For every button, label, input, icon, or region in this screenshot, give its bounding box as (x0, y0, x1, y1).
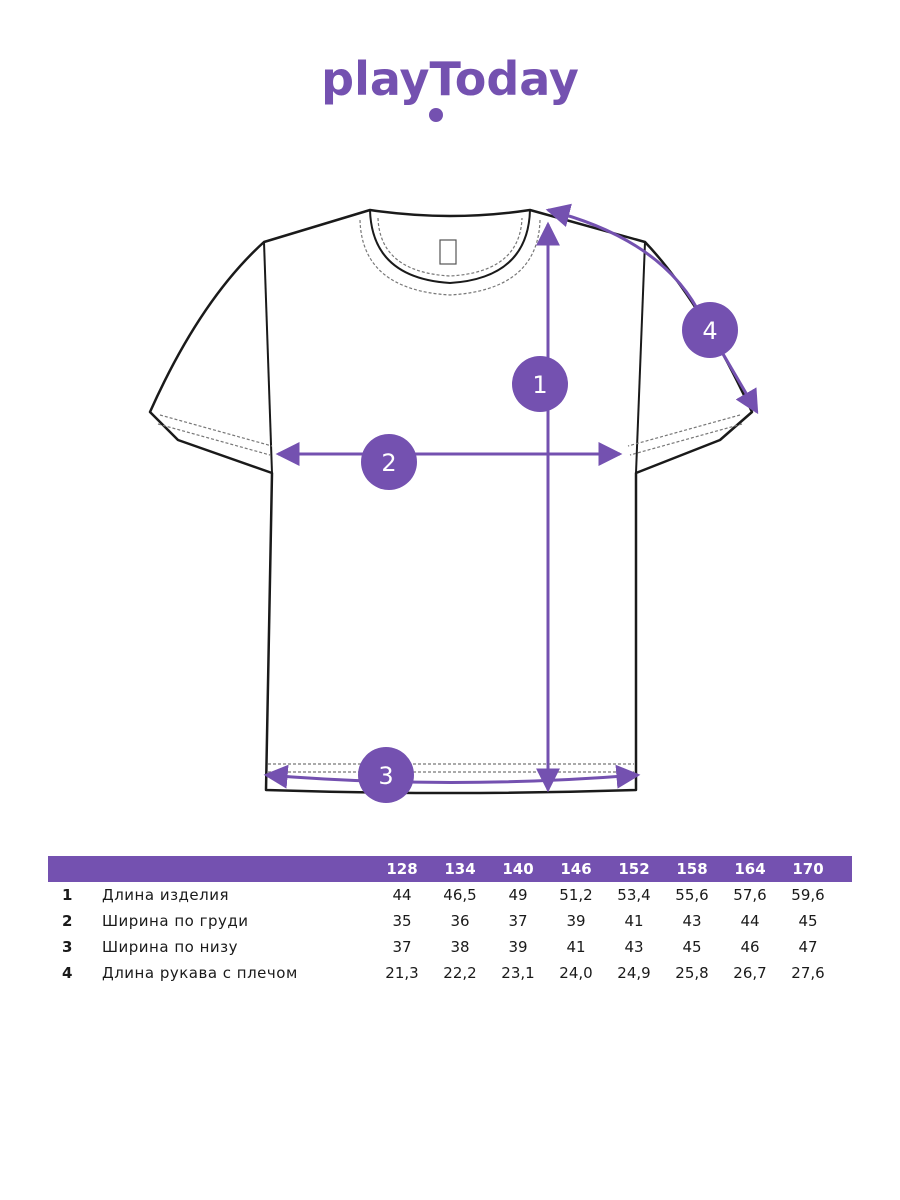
size-table: 128 134 140 146 152 158 164 170 1 Длина … (48, 856, 852, 986)
marker-1-label: 1 (532, 371, 547, 399)
brand-logo-dot (429, 108, 443, 122)
row-label: Длина изделия (102, 886, 230, 904)
brand-logo-text: playToday (321, 52, 579, 106)
table-cell: 46,5 (443, 886, 477, 904)
right-sleeve-hem-2 (629, 423, 743, 456)
table-cell: 23,1 (501, 964, 535, 982)
table-cell: 44 (740, 912, 760, 930)
table-cell: 22,2 (443, 964, 477, 982)
brand-logo: playToday (321, 52, 579, 122)
table-cell: 45 (682, 938, 702, 956)
table-cell: 38 (450, 938, 470, 956)
table-cell: 43 (624, 938, 644, 956)
size-header-128: 128 (386, 860, 418, 878)
size-header-170: 170 (792, 860, 824, 878)
size-header-164: 164 (734, 860, 766, 878)
marker-4: 4 (682, 302, 738, 358)
table-cell: 57,6 (733, 886, 767, 904)
size-header-146: 146 (560, 860, 592, 878)
marker-1: 1 (512, 356, 568, 412)
size-header-152: 152 (618, 860, 650, 878)
size-header-134: 134 (444, 860, 476, 878)
table-cell: 39 (566, 912, 586, 930)
table-cell: 26,7 (733, 964, 767, 982)
table-cell: 36 (450, 912, 470, 930)
marker-2: 2 (361, 434, 417, 490)
row-label: Длина рукава с плечом (102, 964, 298, 982)
row-label: Ширина по низу (102, 938, 238, 956)
marker-3: 3 (358, 747, 414, 803)
table-cell: 44 (392, 886, 412, 904)
table-cell: 55,6 (675, 886, 709, 904)
table-cell: 35 (392, 912, 412, 930)
row-number: 2 (62, 912, 73, 930)
marker-4-label: 4 (702, 317, 717, 345)
marker-3-label: 3 (378, 762, 393, 790)
table-cell: 51,2 (559, 886, 593, 904)
size-header-158: 158 (676, 860, 708, 878)
row-number: 4 (62, 964, 73, 982)
marker-2-label: 2 (381, 449, 396, 477)
table-cell: 53,4 (617, 886, 651, 904)
left-sleeve-hem-2 (157, 423, 271, 456)
table-row-hem: 3 Ширина по низу 37 38 39 41 43 45 46 47 (48, 934, 852, 960)
table-cell: 59,6 (791, 886, 825, 904)
tshirt-collar (369, 209, 531, 285)
row-number: 3 (62, 938, 73, 956)
left-armhole-seam (263, 241, 273, 474)
table-cell: 47 (798, 938, 818, 956)
row-number: 1 (62, 886, 73, 904)
table-cell: 24,9 (617, 964, 651, 982)
collar-stitch-outer (359, 219, 541, 296)
table-cell: 24,0 (559, 964, 593, 982)
table-cell: 25,8 (675, 964, 709, 982)
left-sleeve-hem (159, 414, 273, 447)
neck-label-tag (439, 239, 457, 265)
table-cell: 41 (624, 912, 644, 930)
tshirt-outline (148, 208, 754, 795)
table-row-sleeve: 4 Длина рукава с плечом 21,3 22,2 23,1 2… (48, 960, 852, 986)
table-cell: 27,6 (791, 964, 825, 982)
table-cell: 46 (740, 938, 760, 956)
row-label: Ширина по груди (102, 912, 249, 930)
tshirt-diagram: 1 2 3 4 (148, 203, 759, 803)
size-header-140: 140 (502, 860, 534, 878)
table-row-length: 1 Длина изделия 44 46,5 49 51,2 53,4 55,… (48, 882, 852, 908)
measure-line-hem (263, 764, 641, 789)
table-cell: 21,3 (385, 964, 419, 982)
table-cell: 45 (798, 912, 818, 930)
table-cell: 39 (508, 938, 528, 956)
right-sleeve-hem (627, 414, 741, 447)
table-row-chest: 2 Ширина по груди 35 36 37 39 41 43 44 4… (48, 908, 852, 934)
table-cell: 41 (566, 938, 586, 956)
table-cell: 37 (392, 938, 412, 956)
table-cell: 43 (682, 912, 702, 930)
table-cell: 37 (508, 912, 528, 930)
table-cell: 49 (508, 886, 528, 904)
size-table-header: 128 134 140 146 152 158 164 170 (48, 856, 852, 882)
collar-stitch-inner (377, 217, 523, 277)
